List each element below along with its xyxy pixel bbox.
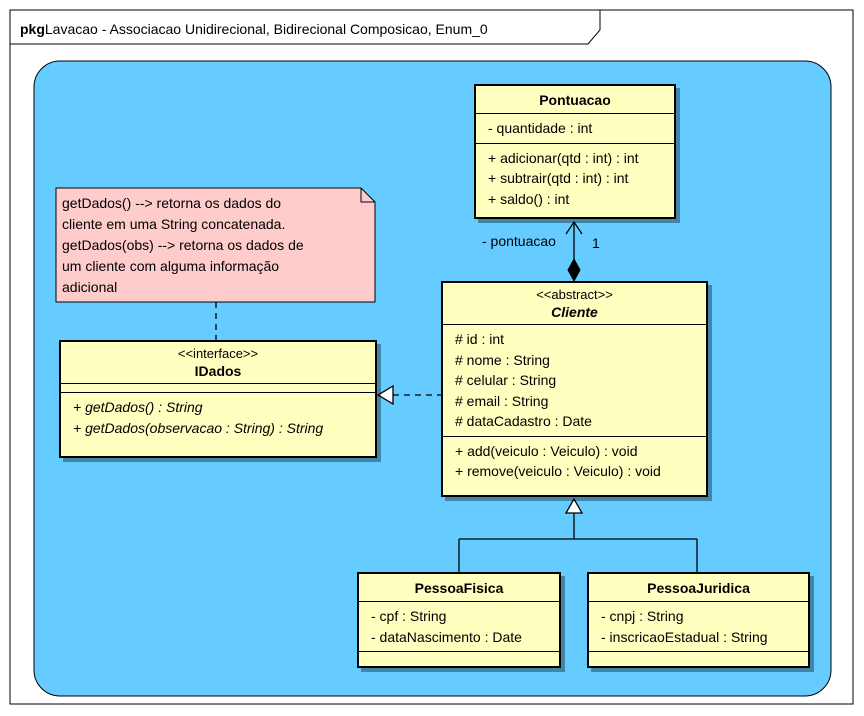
operation: + adicionar(qtd : int) : int	[488, 149, 639, 166]
note-line: getDados() --> retorna os dados do	[62, 195, 282, 211]
attributes-section: - quantidade : int	[476, 114, 674, 144]
class-header: PessoaJuridica	[589, 574, 808, 602]
class-cliente[interactable]: <<abstract>> Cliente # id : int # nome :…	[441, 281, 708, 497]
attribute: - dataNascimento : Date	[371, 628, 522, 645]
operation: + saldo() : int	[488, 190, 570, 207]
attribute: # dataCadastro : Date	[455, 413, 592, 429]
operations-section: + getDados() : String + getDados(observa…	[61, 393, 375, 442]
comment-note[interactable]: getDados() --> retorna os dados do clien…	[56, 188, 375, 302]
class-header: <<abstract>> Cliente	[443, 283, 706, 325]
frame-title: pkgLavacao - Associacao Unidirecional, B…	[20, 21, 488, 37]
attribute: - inscricaoEstadual : String	[601, 628, 768, 645]
note-shape	[55, 187, 376, 303]
operation: + remove(veiculo : Veiculo) : void	[455, 463, 661, 479]
class-idados[interactable]: <<interface>> IDados + getDados() : Stri…	[59, 340, 377, 458]
note-line: um cliente com alguma informação	[62, 258, 280, 274]
composition-diamond	[567, 257, 581, 283]
operations-section	[359, 652, 559, 662]
frame-title-tab	[9, 9, 601, 45]
class-pontuacao[interactable]: Pontuacao - quantidade : int + adicionar…	[474, 84, 676, 219]
operations-section	[589, 652, 808, 662]
operation: + add(veiculo : Veiculo) : void	[455, 442, 638, 459]
operations-section: + add(veiculo : Veiculo) : void + remove…	[443, 437, 706, 486]
frame-keyword: pkg	[20, 21, 45, 37]
class-header: <<interface>> IDados	[61, 342, 375, 384]
class-stereotype: <<abstract>>	[536, 287, 613, 302]
class-name: IDados	[194, 363, 242, 379]
class-header: PessoaFisica	[359, 574, 559, 602]
class-name: PessoaJuridica	[647, 580, 750, 596]
generalization-arrowhead	[564, 497, 584, 514]
class-name: Pontuacao	[539, 92, 611, 108]
operation: + getDados() : String	[73, 399, 203, 415]
operations-section: + adicionar(qtd : int) : int + subtrair(…	[476, 144, 674, 214]
class-stereotype: <<interface>>	[177, 346, 259, 361]
class-name: Cliente	[551, 304, 598, 320]
note-line: adicional	[62, 279, 118, 295]
attribute: # nome : String	[455, 351, 550, 368]
operation: + subtrair(qtd : int) : int	[488, 170, 629, 186]
attribute: - cnpj : String	[601, 608, 684, 624]
attributes-section: # id : int # nome : String # celular : S…	[443, 325, 706, 437]
note-line: cliente em uma String concatenada.	[62, 216, 286, 232]
attribute: # email : String	[455, 392, 549, 409]
association-multiplicity: 1	[592, 235, 600, 251]
navigability-arrow	[565, 220, 583, 235]
attribute: - quantidade : int	[488, 120, 593, 136]
frame-title-text: Lavacao - Associacao Unidirecional, Bidi…	[44, 21, 488, 37]
note-line: getDados(obs) --> retorna os dados de	[62, 237, 304, 253]
operation: + getDados(observacao : String) : String	[73, 419, 324, 436]
realization-arrowhead	[376, 384, 394, 406]
association-role: - pontuacao	[482, 233, 556, 249]
class-pessoa-juridica[interactable]: PessoaJuridica - cnpj : String - inscric…	[587, 572, 810, 668]
class-pessoa-fisica[interactable]: PessoaFisica - cpf : String - dataNascim…	[357, 572, 561, 668]
class-header: Pontuacao	[476, 86, 674, 114]
attribute: # celular : String	[455, 372, 557, 388]
attributes-section: - cpf : String - dataNascimento : Date	[359, 602, 559, 652]
attributes-section	[61, 384, 375, 393]
note-fold	[360, 188, 375, 203]
attribute: # id : int	[455, 331, 505, 347]
attribute: - cpf : String	[371, 608, 447, 624]
class-name: PessoaFisica	[414, 580, 504, 596]
attributes-section: - cnpj : String - inscricaoEstadual : St…	[589, 602, 808, 652]
